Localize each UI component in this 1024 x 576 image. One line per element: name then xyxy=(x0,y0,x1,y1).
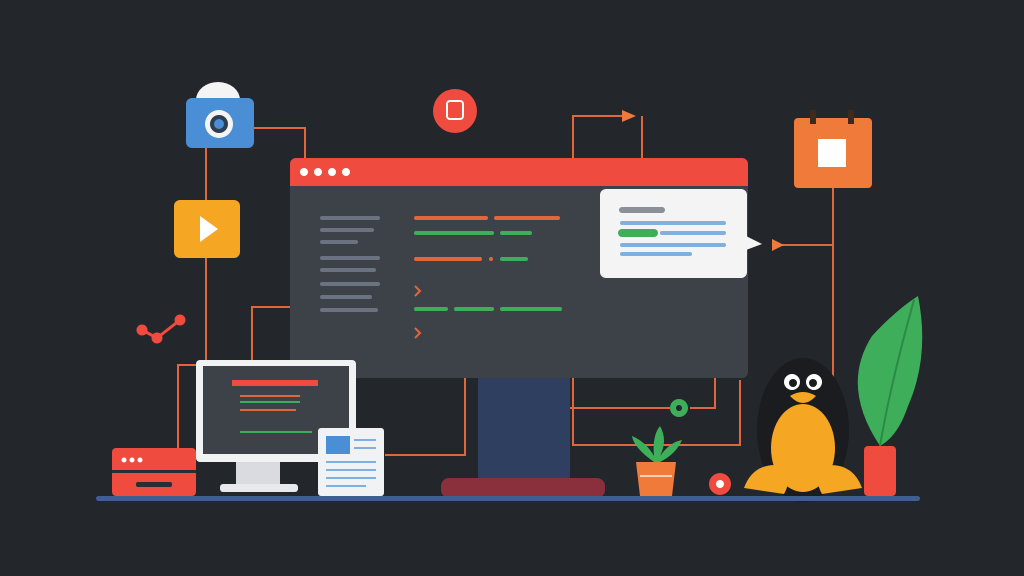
prompt-icon xyxy=(414,285,422,339)
arrow-icon xyxy=(772,239,784,251)
server-icon xyxy=(112,448,196,496)
android-icon xyxy=(433,89,477,133)
plant-icon xyxy=(857,296,923,496)
floor-line xyxy=(96,496,920,501)
connection-wires xyxy=(177,115,834,456)
document-icon xyxy=(318,428,384,496)
monitor-icon xyxy=(196,360,356,492)
code-lines xyxy=(320,216,562,312)
graph-node-icon xyxy=(136,314,186,344)
calendar-icon xyxy=(794,110,872,188)
window-dots xyxy=(300,168,350,176)
node-dot-center xyxy=(676,405,682,411)
arrow-icon xyxy=(622,110,636,122)
play-icon xyxy=(174,200,240,258)
plant-icon xyxy=(632,426,682,496)
record-icon xyxy=(709,473,731,495)
tux-penguin-icon xyxy=(744,358,862,502)
chat-bubble xyxy=(600,189,762,278)
camera-icon xyxy=(186,82,254,148)
